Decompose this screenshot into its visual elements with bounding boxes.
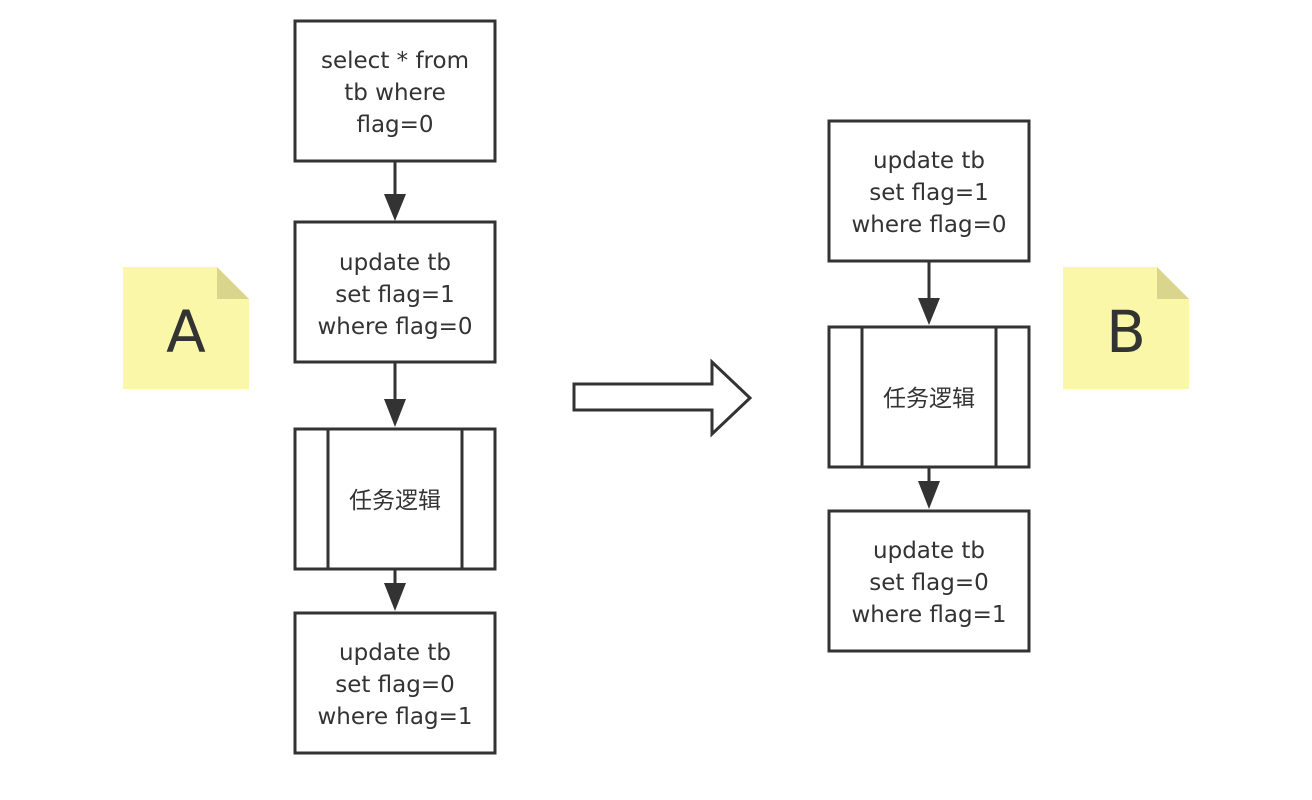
left-step-2-line-3: where flag=0 xyxy=(317,314,472,340)
right-step-2: 任务逻辑 xyxy=(827,325,1031,469)
right-step-3-line-1: update tb xyxy=(873,538,985,564)
left-step-2-line-2: set flag=1 xyxy=(335,282,455,308)
right-step-2-label: 任务逻辑 xyxy=(883,386,975,412)
left-arrow-2 xyxy=(384,362,406,427)
left-arrow-3 xyxy=(384,569,406,611)
right-step-3: update tb set flag=0 where flag=1 xyxy=(827,509,1031,653)
note-b: B xyxy=(1063,267,1189,389)
note-a-fold xyxy=(217,267,249,299)
left-arrow-1 xyxy=(384,161,406,221)
left-step-1-line-1: select * from xyxy=(321,48,469,74)
left-step-3: 任务逻辑 xyxy=(293,427,497,571)
note-a-label: A xyxy=(166,298,206,366)
right-step-3-line-3: where flag=1 xyxy=(851,602,1006,628)
note-a: A xyxy=(123,267,249,389)
transition-arrow-icon xyxy=(572,358,753,438)
right-step-1-line-1: update tb xyxy=(873,148,985,174)
note-b-label: B xyxy=(1106,298,1146,366)
left-step-4: update tb set flag=0 where flag=1 xyxy=(293,611,497,755)
right-arrow-2 xyxy=(918,467,940,509)
left-step-1-box xyxy=(293,19,497,163)
right-step-1: update tb set flag=1 where flag=0 xyxy=(827,119,1031,263)
left-step-1-line-2: tb where xyxy=(344,80,446,106)
right-step-1-line-2: set flag=1 xyxy=(869,180,989,206)
right-arrow-1 xyxy=(918,261,940,325)
right-step-1-line-3: where flag=0 xyxy=(851,212,1006,238)
left-step-3-label: 任务逻辑 xyxy=(349,488,441,514)
left-step-4-box xyxy=(293,611,497,755)
left-step-4-line-2: set flag=0 xyxy=(335,672,455,698)
left-step-4-line-1: update tb xyxy=(339,640,451,666)
left-step-4-line-3: where flag=1 xyxy=(317,704,472,730)
right-step-3-box xyxy=(827,509,1031,653)
left-step-2-line-1: update tb xyxy=(339,250,451,276)
left-step-1-line-3: flag=0 xyxy=(356,112,433,138)
left-step-1: select * from tb where flag=0 xyxy=(293,19,497,163)
right-step-1-box xyxy=(827,119,1031,263)
note-b-fold xyxy=(1157,267,1189,299)
left-step-2: update tb set flag=1 where flag=0 xyxy=(293,220,497,364)
right-step-3-line-2: set flag=0 xyxy=(869,570,989,596)
